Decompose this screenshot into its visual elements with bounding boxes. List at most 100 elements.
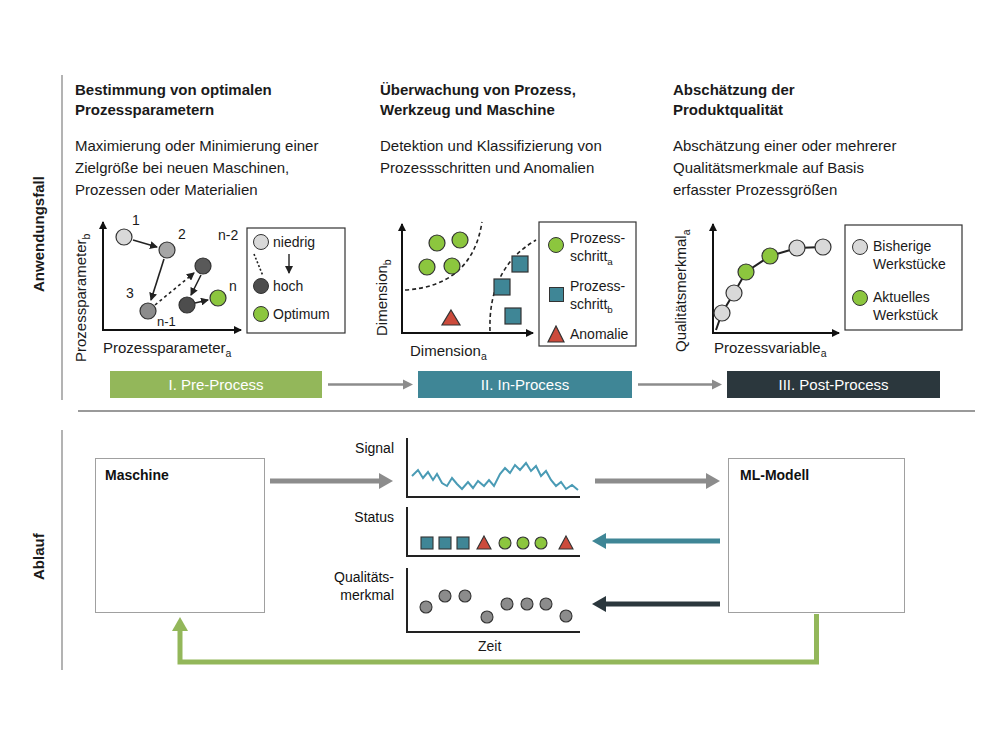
chart-optimization-part [179,297,195,313]
label-text: n [229,278,237,294]
label-text: Prozessparameter [72,239,89,362]
section-label: Ablauf [30,533,48,580]
legend-swatch [852,290,868,306]
plot-title: Signal [342,439,394,457]
label-text: Detektion und Klassifizierung von Prozes… [380,137,602,176]
arrow-head [706,473,720,489]
label-text: 1 [132,212,140,228]
chart-optimization-part [133,240,157,247]
chart-optimization-part [140,303,156,319]
legend-text: hoch [273,278,303,294]
label-text: Ablauf [30,533,47,580]
label-text: Dimension [373,265,390,336]
frame-lines-part [61,430,63,670]
label-text: 2 [178,226,186,242]
ml-model-box: ML-Modell [728,458,905,613]
chart-optimization-part [116,229,132,245]
status-plot-drawing-part [499,537,511,549]
subscript: a [481,350,487,362]
subscript: a [607,256,612,267]
quality-plot-drawing-part [439,590,451,602]
legend-swatch [253,306,269,322]
chart-quality-part [726,285,742,301]
chart-classification-part [405,222,482,290]
legend-text: Prozess- schritt [570,230,625,264]
legend-text: Aktuelles Werkstück [873,289,938,323]
chart-optimization-part [159,242,175,258]
connector [172,614,817,662]
legend-entry: hoch [273,277,343,295]
chart-classification-part [401,332,533,334]
arrow-head [379,473,393,489]
label-text: n-2 [218,227,238,243]
frame-lines-part [61,75,63,400]
signal-plot: Signal [400,432,590,500]
chart-quality-part [712,224,714,334]
connector-line [270,479,380,484]
node-text: ML-Modell [740,466,893,484]
quality-plot-drawing-part [420,601,432,613]
label-text: Überwachung von Prozess, Werkzeug und Ma… [380,81,576,118]
column-text: Detektion und Klassifizierung von Prozes… [380,135,635,179]
legend-text: Anomalie [570,326,628,342]
column-text: Abschätzung einer oder mehrerer Qualität… [673,135,918,201]
node-text: II. In-Process [481,376,569,394]
quality-plot-drawing-part [540,598,552,610]
section-label: Anwendungsfall [30,176,48,292]
point-number: n [229,277,237,295]
chart-classification-part [452,232,468,248]
chart-optimization-part [102,222,104,331]
legend-entry: Prozess- schritta [570,229,634,271]
subscript: b [607,304,612,315]
quality-plot-drawing-part [501,598,513,610]
chart-optimization-part [288,254,289,273]
axis-label: Prozessparameterb [72,234,95,362]
point-number: 1 [132,211,140,229]
point-number: n-2 [218,226,238,244]
label-text: 3 [126,285,134,301]
subscript: b [381,259,393,265]
chart-classification-part [444,258,460,274]
quality-plot-drawing-part [406,631,580,633]
label-text: Prozessvariable [714,339,821,356]
chart-classification-part [505,308,521,324]
column-heading: Bestimmung von optimalen Prozessparamete… [75,80,320,120]
chart-classification-part [419,259,435,275]
node-text: Maschine [105,466,255,484]
legend-text: Prozess- schritt [570,278,625,312]
label-text: Bestimmung von optimalen Prozessparamete… [75,81,272,118]
legend-entry: Optimum [273,305,343,323]
chart-optimization-part [191,275,201,295]
arrow-head [172,617,188,631]
label-text: Zeit [478,638,501,654]
quality-plot-drawing-part [459,590,471,602]
quality-plot-drawing-part [481,611,493,623]
status-plot-drawing [406,507,580,556]
chart-quality-part [716,247,823,330]
connector [328,380,413,390]
label-text: Prozessparameter [103,339,226,356]
status-plot-drawing-part [559,536,573,549]
quality-plot: Qualitäts- merkmal [400,566,590,636]
column-heading: Überwachung von Prozess, Werkzeug und Ma… [380,80,620,120]
connector [592,596,720,612]
status-plot-drawing-part [421,537,433,549]
chart-quality-part [815,239,831,255]
legend-swatch [253,278,269,294]
connector-line [605,602,720,607]
arrow-head [712,380,722,390]
legend-entry: niedrig [273,233,343,251]
chart-quality-part [845,225,962,330]
legend-swatch [852,239,868,255]
arrow-head [592,533,606,549]
chart-quality-part [789,240,805,256]
phase-bar: II. In-Process [418,371,632,398]
quality-plot-drawing-part [521,598,533,610]
chart-quality-part [762,248,778,264]
status-plot-drawing-part [477,536,491,549]
arrow-head [592,596,606,612]
arrow-head [403,380,413,390]
phase-bar: III. Post-Process [727,371,940,398]
chart-optimization-part [195,258,211,274]
legend-text: niedrig [273,234,315,250]
